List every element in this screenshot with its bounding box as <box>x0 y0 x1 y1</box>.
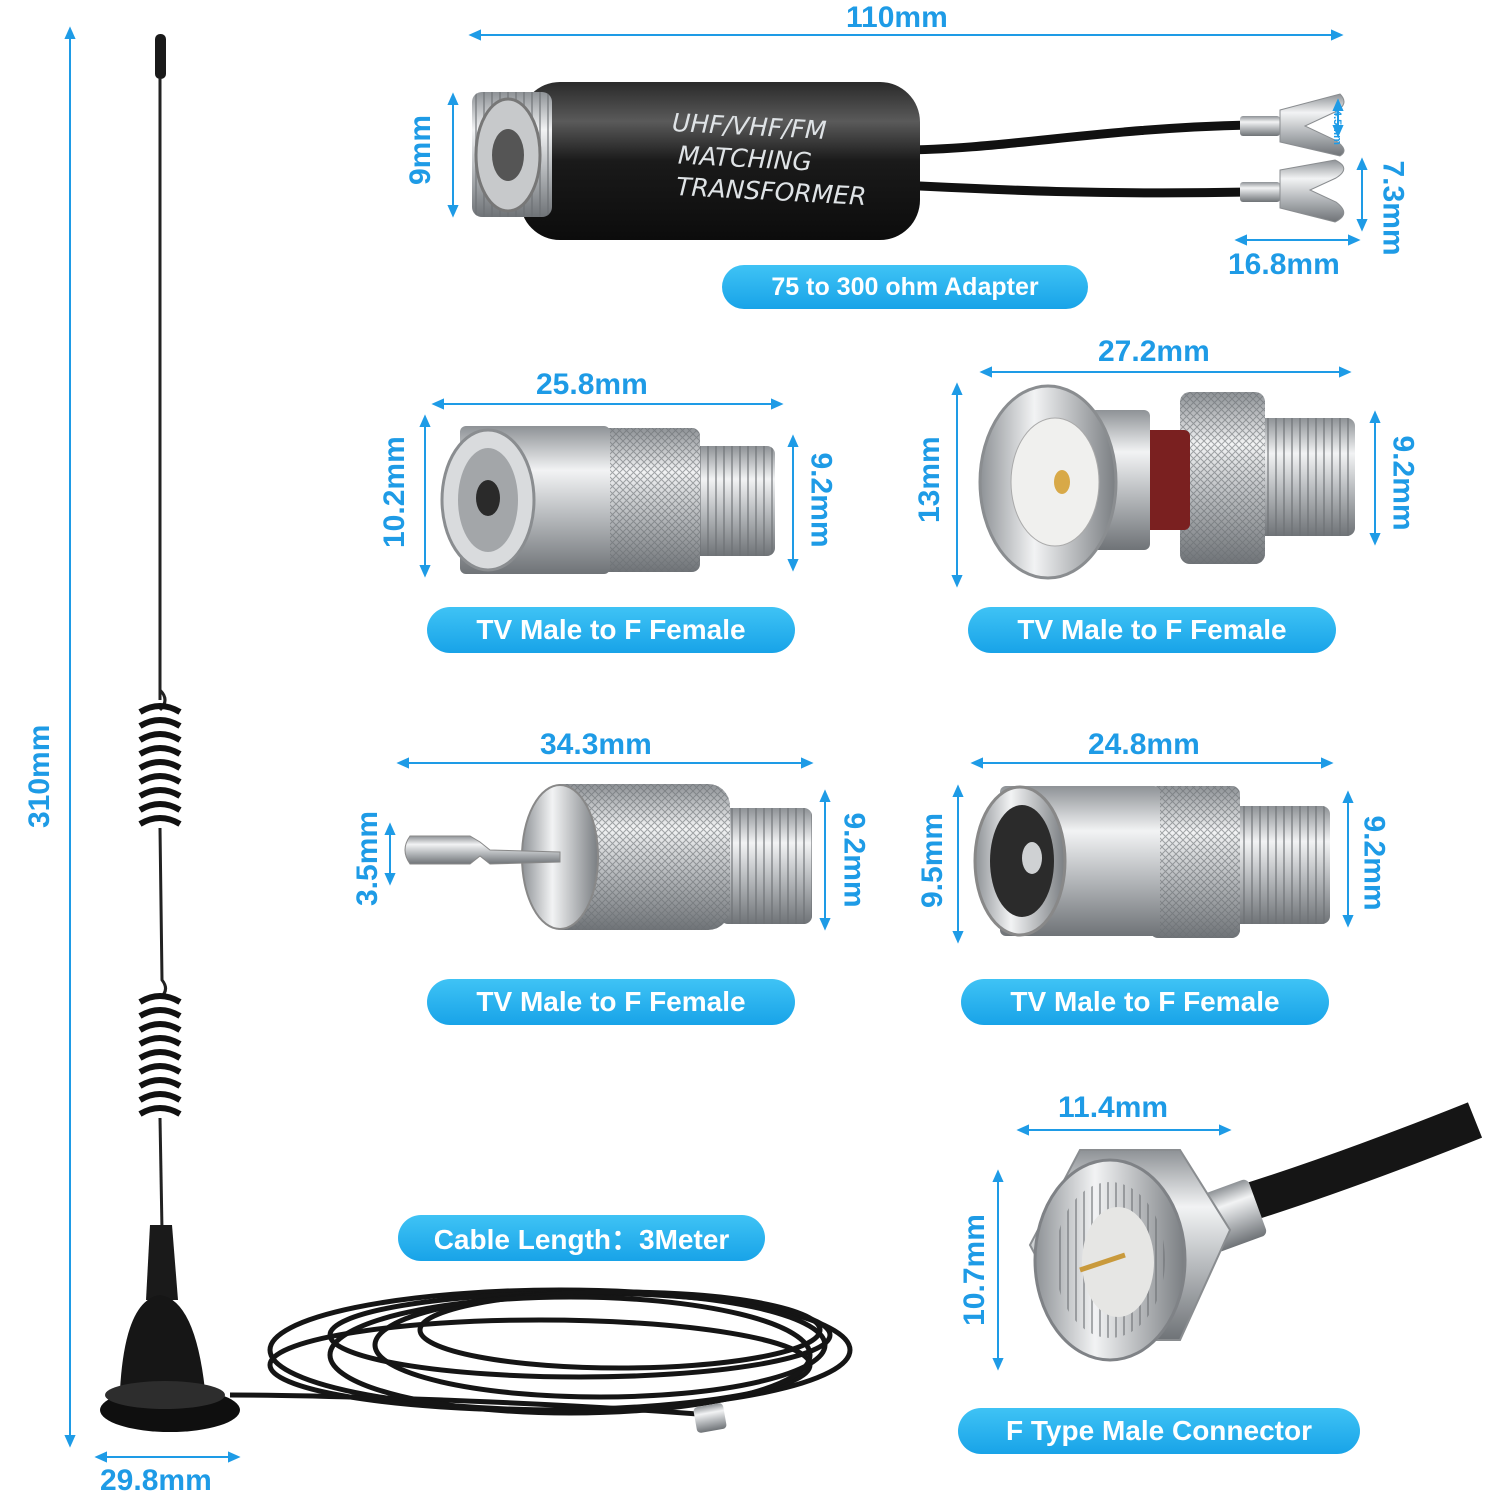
antenna-height-label: 310mm <box>23 724 56 828</box>
spade-width-label: 7.3mm <box>1376 160 1410 256</box>
connector-4-length-label: 24.8mm <box>1088 728 1200 761</box>
connector-1-length-label: 25.8mm <box>536 368 648 401</box>
connector-4-arrows <box>952 757 1354 944</box>
connector-3-left-label: 3.5mm <box>351 810 384 906</box>
connector-3-arrows <box>384 757 831 931</box>
spade-gap-label: 4.5mm <box>1331 110 1343 145</box>
connector-4-icon <box>973 785 1330 938</box>
spade-dim-arrows <box>1234 98 1368 246</box>
connector-2-length-label: 27.2mm <box>1098 335 1210 368</box>
connector-3-right-label: 9.2mm <box>837 812 871 908</box>
f-connector-length-label: 11.4mm <box>1058 1091 1169 1124</box>
connector-3-icon <box>404 784 812 930</box>
connector-1-right-label: 9.2mm <box>804 452 838 548</box>
connector-2-right-label: 9.2mm <box>1386 435 1420 531</box>
connector-2-icon <box>978 384 1355 580</box>
f-connector-height-label: 10.7mm <box>958 1214 991 1326</box>
f-type-label-pill: F Type Male Connector <box>958 1408 1360 1454</box>
cable-f-plug-icon <box>693 1403 727 1433</box>
f-type-connector-icon <box>1028 1102 1483 1362</box>
matching-transformer-icon <box>472 82 1345 240</box>
spade-length-label: 16.8mm <box>1228 248 1340 281</box>
antenna-whip-icon <box>100 34 240 1432</box>
connector-2-label-pill: TV Male to F Female <box>968 607 1336 653</box>
connector-3-label-pill: TV Male to F Female <box>427 979 795 1025</box>
cable-length-pill: Cable Length：3Meter <box>398 1215 765 1261</box>
adapter-label-pill: 75 to 300 ohm Adapter <box>722 265 1088 309</box>
connector-4-right-label: 9.2mm <box>1357 815 1391 911</box>
connector-4-label-pill: TV Male to F Female <box>961 979 1329 1025</box>
connector-1-icon <box>440 426 775 574</box>
connector-3-length-label: 34.3mm <box>540 728 652 761</box>
coiled-cable-icon <box>229 1287 853 1418</box>
connector-1-label-pill: TV Male to F Female <box>427 607 795 653</box>
connector-1-arrows <box>419 398 799 578</box>
base-diameter-label: 29.8mm <box>100 1464 212 1497</box>
f-connector-arrows <box>992 1124 1232 1371</box>
connector-2-arrows <box>951 366 1381 588</box>
adapter-diameter-label: 9mm <box>404 114 437 185</box>
adapter-length-label: 110mm <box>846 1 948 34</box>
connector-4-left-label: 9.5mm <box>916 812 949 908</box>
connector-1-left-label: 10.2mm <box>378 436 411 548</box>
connector-2-left-label: 13mm <box>913 436 946 523</box>
